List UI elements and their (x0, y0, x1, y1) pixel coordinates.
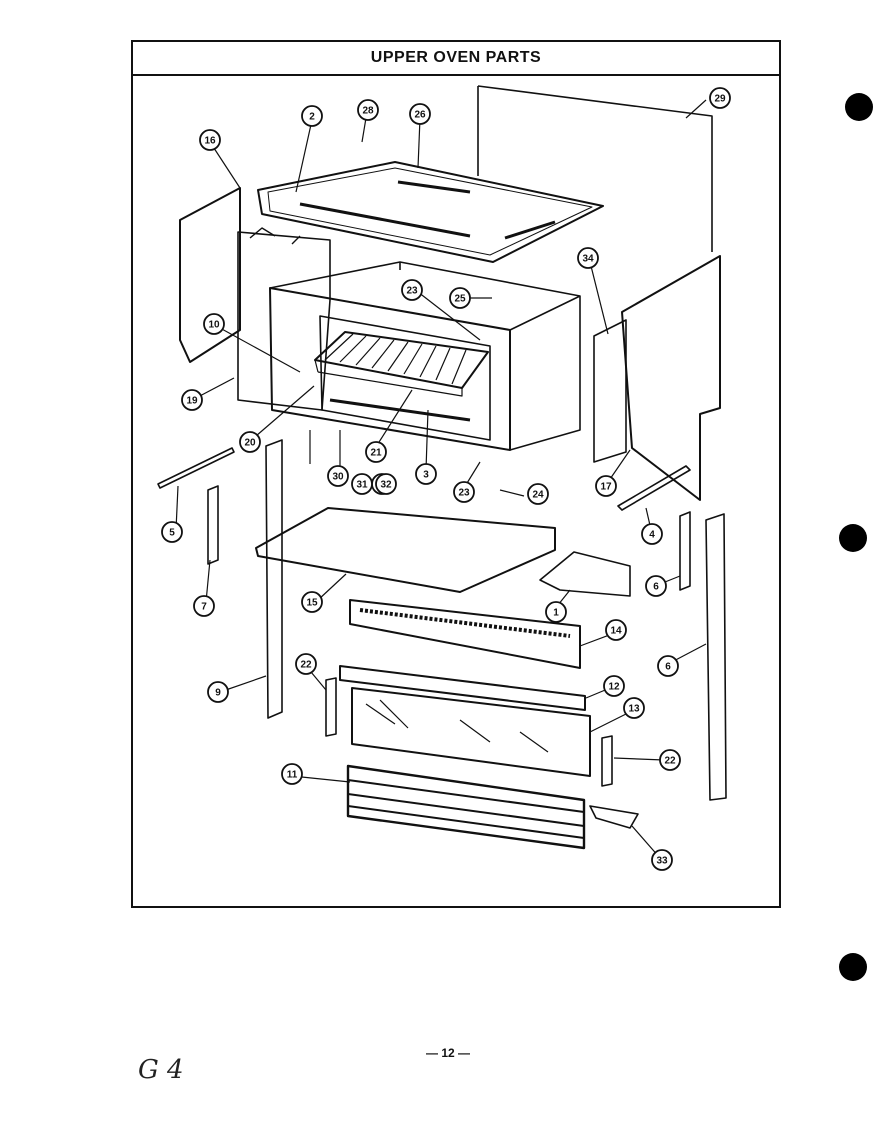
callout-label: 23 (406, 286, 418, 297)
callout-15: 15 (301, 591, 323, 613)
binder-hole-middle (839, 524, 867, 552)
callout-label: 29 (714, 94, 726, 105)
callout-21: 21 (365, 441, 387, 463)
part-side-trim-right (705, 513, 727, 801)
callout-label: 33 (656, 856, 668, 867)
callout-label: 13 (628, 704, 640, 715)
part-trim-strip-right (617, 465, 691, 511)
callout-28: 28 (357, 99, 379, 121)
part-bottom-panel (255, 507, 556, 593)
part-front-channel (539, 551, 631, 597)
callout-10: 10 (203, 313, 225, 335)
callout-14: 14 (605, 619, 627, 641)
callout-33: 33 (651, 849, 673, 871)
callout-26: 26 (409, 103, 431, 125)
callout-11: 11 (281, 763, 303, 785)
callout-9: 9 (207, 681, 229, 703)
callout-4: 4 (641, 523, 663, 545)
callout-label: 21 (370, 448, 382, 459)
callout-label: 23 (458, 488, 470, 499)
callout-label: 34 (582, 254, 594, 265)
part-vent-panel (349, 599, 581, 669)
callout-31: 31 (351, 473, 373, 495)
callout-label: 6 (665, 662, 671, 673)
callout-label: 10 (208, 320, 220, 331)
callout-label: 5 (169, 528, 175, 539)
callout-2: 2 (301, 105, 323, 127)
callout-6: 6 (657, 655, 679, 677)
callout-19: 19 (181, 389, 203, 411)
handwritten-note: G 4 (138, 1055, 184, 1085)
callout-12: 12 (603, 675, 625, 697)
callout-label: 24 (532, 490, 544, 501)
callout-22: 22 (659, 749, 681, 771)
callout-7: 7 (193, 595, 215, 617)
callout-13: 13 (623, 697, 645, 719)
part-left-side-panel (179, 187, 241, 363)
callout-label: 19 (186, 396, 198, 407)
part-glass-trim-right (601, 735, 613, 787)
callout-label: 11 (287, 770, 298, 781)
callout-label: 17 (600, 482, 612, 493)
callout-label: 9 (215, 688, 221, 699)
page-number: — 12 — (425, 1046, 470, 1060)
callout-label: 30 (332, 472, 344, 483)
callout-label: 26 (414, 110, 426, 121)
callout-label: 25 (454, 294, 466, 305)
page-title: UPPER OVEN PARTS (370, 49, 542, 66)
part-bracket-left (207, 485, 219, 565)
callout-label: 22 (300, 660, 312, 671)
part-door-glass (351, 687, 591, 777)
callout-1: 1 (545, 601, 567, 623)
callout-label: 12 (608, 682, 620, 693)
callout-label: 31 (356, 480, 368, 491)
binder-hole-top (845, 93, 873, 121)
callout-label: 22 (664, 756, 676, 767)
callout-label: 2 (309, 112, 315, 123)
callout-17: 17 (595, 475, 617, 497)
callout-22: 22 (295, 653, 317, 675)
part-trim-strip-left (157, 447, 235, 489)
part-back-panel (477, 85, 713, 252)
callout-label: 28 (362, 106, 374, 117)
callout-3: 3 (415, 463, 437, 485)
callout-label: 20 (244, 438, 256, 449)
callout-25: 25 (449, 287, 471, 309)
callout-5: 5 (161, 521, 183, 543)
callout-label: 6 (653, 582, 659, 593)
callout-label: 14 (610, 626, 622, 637)
part-top-panel (257, 161, 604, 263)
callout-32: 32 (375, 473, 397, 495)
callout-23: 23 (453, 481, 475, 503)
binder-hole-bottom (839, 953, 867, 981)
callout-label: 7 (201, 602, 207, 613)
callout-label: 32 (380, 480, 392, 491)
callout-24: 24 (527, 483, 549, 505)
part-hinge (589, 805, 639, 829)
part-side-trim-left (265, 439, 283, 719)
part-door-top-trim (339, 665, 586, 711)
title-bar: UPPER OVEN PARTS (133, 42, 779, 76)
callout-label: 16 (204, 136, 216, 147)
callout-34: 34 (577, 247, 599, 269)
callout-16: 16 (199, 129, 221, 151)
callout-label: 1 (553, 608, 559, 619)
callout-label: 3 (423, 470, 429, 481)
callout-30: 30 (327, 465, 349, 487)
part-oven-rack (314, 331, 489, 397)
callout-20: 20 (239, 431, 261, 453)
part-glass-trim-left (325, 677, 337, 737)
part-door-handle (346, 764, 586, 850)
part-bracket-right (679, 511, 691, 591)
part-right-side-panel (621, 255, 721, 501)
callout-29: 29 (709, 87, 731, 109)
diagram-frame: UPPER OVEN PARTS (131, 40, 781, 908)
callout-6: 6 (645, 575, 667, 597)
callout-23: 23 (401, 279, 423, 301)
callout-label: 4 (649, 530, 655, 541)
callout-label: 15 (306, 598, 318, 609)
